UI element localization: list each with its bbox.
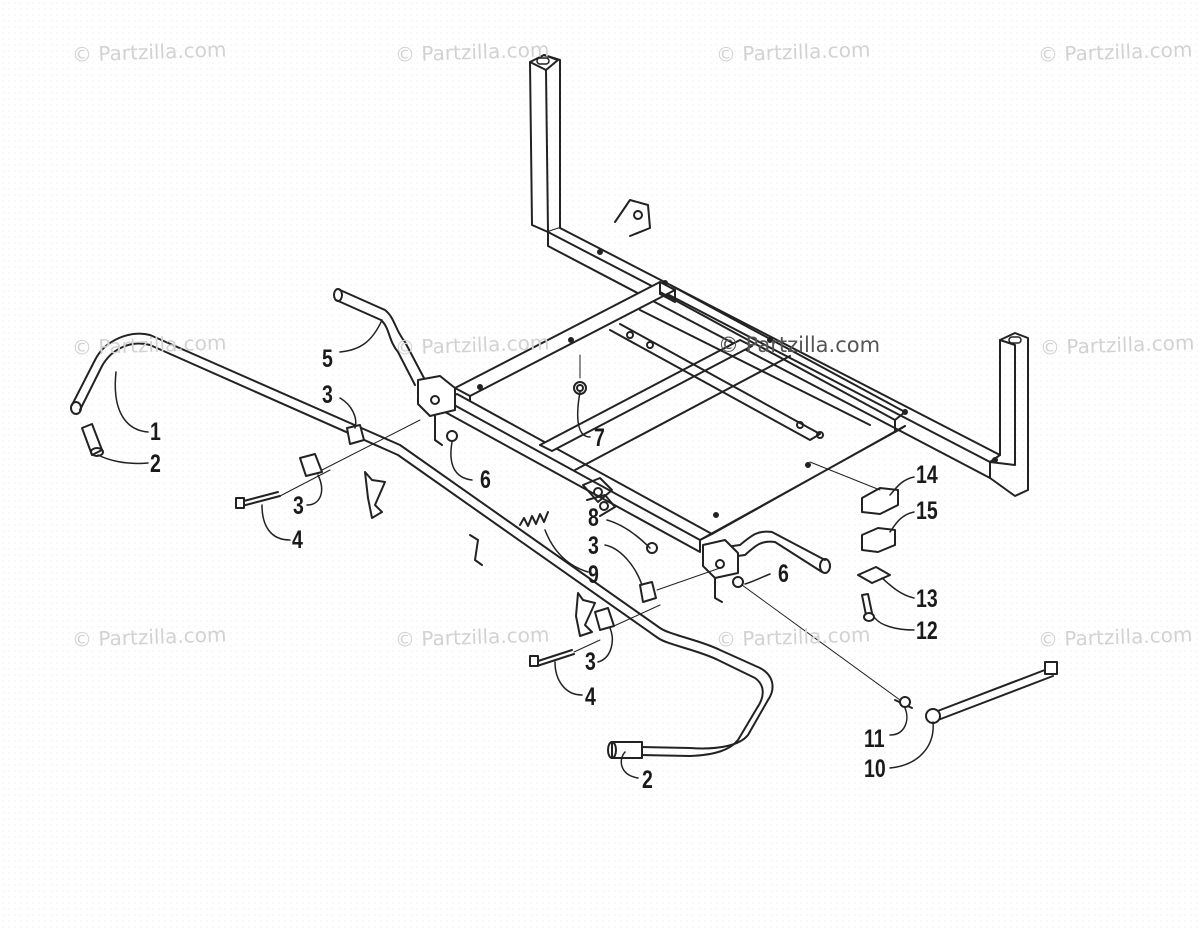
callout-15: 15 [916,497,938,525]
callout-6: 6 [778,560,789,588]
callout-2: 2 [150,450,161,478]
callout-12: 12 [916,617,938,645]
callout-3: 3 [322,381,333,409]
clamps [299,424,657,631]
callout-7: 7 [594,424,605,452]
callout-3: 3 [585,648,596,676]
spring [519,511,549,527]
latch-parts [857,487,899,622]
handle-bar-right [717,530,831,574]
callout-13: 13 [916,585,938,613]
callout-8: 8 [588,504,599,532]
cable [894,661,1058,724]
main-bar [70,332,774,759]
callout-1: 1 [150,418,161,446]
bolts [235,491,575,667]
platform-frame [444,281,906,553]
handle-bar-left [333,288,426,386]
callout-5: 5 [322,345,333,373]
callout-3: 3 [293,492,304,520]
callout-10: 10 [864,755,886,783]
callout-14: 14 [916,461,938,489]
callout-11: 11 [864,725,885,753]
callout-9: 9 [588,561,599,589]
callout-6: 6 [480,466,491,494]
leader-lines [97,319,934,779]
assembly-lines [279,354,901,701]
center-watermark: © Partzilla.com [718,333,881,357]
callout-3: 3 [588,532,599,560]
callout-4: 4 [585,683,596,711]
nuts [446,381,744,588]
pivot-blocks [417,375,739,603]
callout-4: 4 [292,526,303,554]
callout-2: 2 [642,766,653,794]
